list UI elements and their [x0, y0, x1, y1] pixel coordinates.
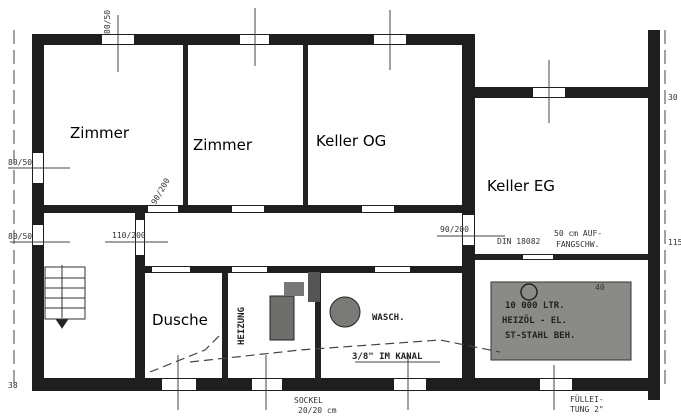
wall-zimmer-divider [183, 45, 188, 210]
wall-dusche-right [222, 273, 228, 383]
fuelleitung-label: FÜLLEI- [570, 394, 604, 404]
auffang-label: FANGSCHW. [556, 240, 599, 249]
door-dim: 90/200 [150, 176, 172, 206]
sockel-label: SOCKEL [294, 396, 323, 405]
pipe-kanal [189, 339, 501, 363]
dim-label: 115 [668, 238, 681, 247]
dim-label: 40 [595, 283, 605, 292]
room-label-keller-eg: Keller EG [487, 177, 555, 195]
door-dim: 90/200 [440, 225, 469, 234]
heizung-label: HEIZUNG [237, 307, 247, 345]
room-label-keller-og: Keller OG [316, 132, 386, 150]
oil-tank [490, 281, 632, 361]
kanal-label: 3/8" IM KANAL [352, 352, 423, 362]
din-label: DIN 18082 [497, 237, 541, 246]
dimension-lines [8, 8, 666, 410]
boiler [269, 295, 295, 341]
door-dim: 110/200 [112, 231, 146, 240]
wall-keller-eg-inner [475, 254, 648, 260]
wall-right [648, 30, 660, 400]
window-dim: 80/50 [103, 10, 112, 34]
chimney [308, 272, 320, 302]
water-heater [329, 296, 361, 328]
wall-heizung-right [315, 273, 321, 383]
dim-label: 30 [668, 93, 678, 102]
tank-label: 10 000 LTR. [505, 301, 565, 311]
tank-label: ST-STAHL BEH. [505, 331, 575, 341]
wall-stair-hall [135, 213, 145, 385]
room-label-zimmer: Zimmer [70, 124, 130, 142]
flue-pipe [284, 282, 304, 296]
sockel-label: 20/20 cm [298, 406, 337, 415]
dim-label: 38 [8, 381, 18, 390]
window-dim: 80/50 [8, 158, 32, 167]
room-label-dusche: Dusche [152, 311, 208, 329]
staircase [44, 265, 86, 329]
room-label-zimmer: Zimmer [193, 136, 253, 154]
fuelleitung-label: TUNG 2" [570, 405, 604, 414]
wasch-label: WASCH. [372, 313, 405, 323]
wall-zimmer-keller [303, 45, 308, 210]
window-dim: 80/50 [8, 232, 32, 241]
tank-hatch-icon [520, 283, 538, 301]
tank-label: HEIZÖL - EL. [502, 315, 567, 326]
pipe-dusche [149, 332, 223, 373]
wall-corridor-bottom [145, 266, 475, 273]
auffang-label: 50 cm AUF- [554, 229, 602, 238]
